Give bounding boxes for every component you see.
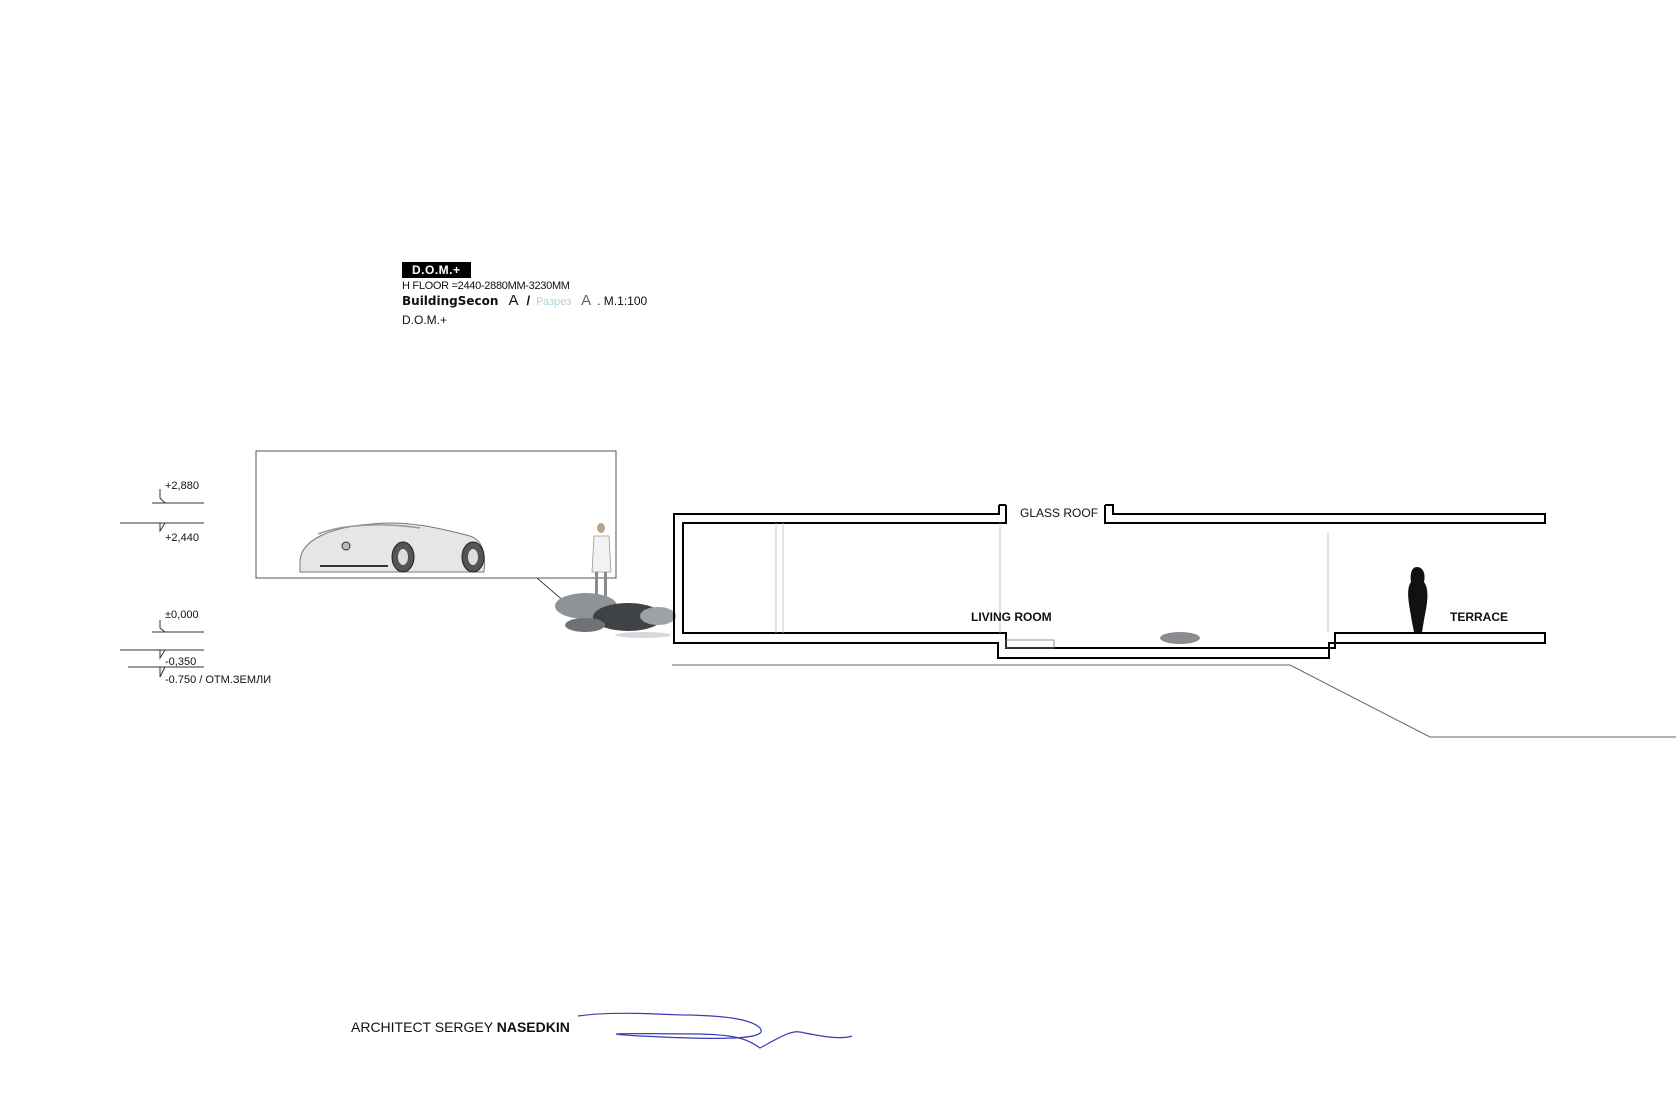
living-room-label: LIVING ROOM (971, 610, 1052, 624)
person-silhouette (1408, 567, 1428, 632)
boulders (555, 593, 676, 638)
section-scale: . M.1:100 (597, 294, 648, 308)
level-markers (120, 489, 204, 678)
section-letter-ru: A (581, 292, 592, 309)
level-label: +2,440 (165, 532, 199, 544)
floor-height-note: H FLOOR =2440-2880MM-3230MM (402, 280, 570, 292)
section-title-ru: Разрез (536, 296, 572, 308)
car-sketch (299, 522, 485, 573)
terrace-label: TERRACE (1450, 610, 1509, 624)
level-label: -0,350 (165, 656, 197, 668)
level-label: ±0,000 (165, 609, 199, 621)
architect-signature (577, 1012, 853, 1049)
section-slash: / (526, 293, 531, 308)
building-walls (673, 504, 1546, 659)
interior-guides (775, 523, 1329, 633)
section-title-en: BuildingSecon (402, 294, 499, 308)
brand-badge: D.O.M.+ (402, 262, 471, 278)
architect-prefix: ARCHITECT SERGEY (351, 1019, 493, 1035)
floor-stone (1160, 632, 1200, 644)
woman-figure (591, 523, 612, 604)
level-label: -0.750 / ОТМ.ЗЕМЛИ (165, 674, 272, 686)
level-label: +2,880 (165, 480, 199, 492)
architect-credit: ARCHITECT SERGEY NASEDKIN (351, 1019, 570, 1035)
section-letter: A (508, 292, 519, 309)
section-title: BuildingSecon A / Разрез A . M.1:100 (402, 292, 647, 309)
ground-line (672, 664, 1676, 738)
glass-roof-label: GLASS ROOF (1020, 506, 1099, 520)
architect-surname: NASEDKIN (496, 1019, 570, 1035)
step (1005, 639, 1055, 649)
studio-name: D.O.M.+ (402, 313, 448, 327)
